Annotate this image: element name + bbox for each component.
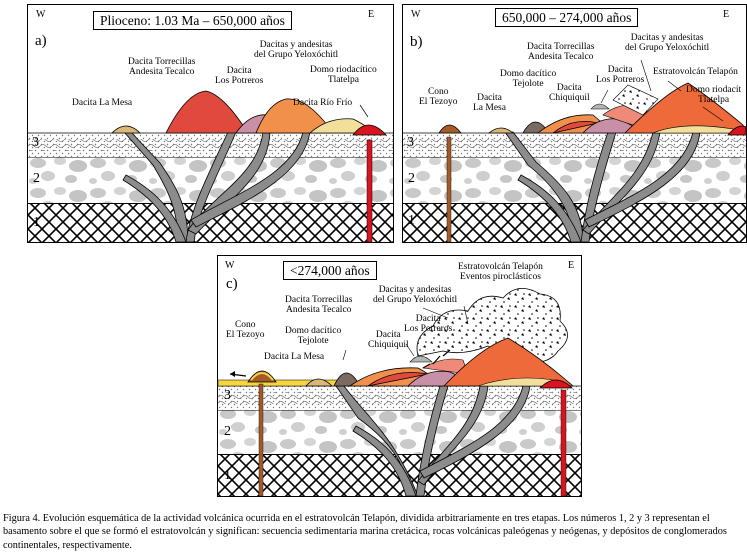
panel-a-letter: a) bbox=[35, 33, 47, 49]
tlatelpa-body bbox=[727, 125, 746, 136]
layer-number-3: 3 bbox=[407, 135, 414, 150]
layer-2-volcanic bbox=[218, 410, 581, 454]
west-marker: W bbox=[411, 9, 421, 20]
tezoyo-body bbox=[438, 124, 462, 134]
panel-c-title: <274,000 años bbox=[283, 261, 377, 280]
panel-b-drawing bbox=[403, 59, 746, 242]
panel-a: W E Plioceno: 1.03 Ma – 650,000 años a) … bbox=[27, 4, 394, 243]
layer-number-2: 2 bbox=[224, 424, 231, 439]
layer-number-2: 2 bbox=[408, 171, 415, 186]
label-rio-frio: Dacita Río Frío bbox=[293, 98, 353, 108]
rio-frio-body bbox=[652, 125, 734, 134]
pyroclastic-deposit bbox=[612, 84, 659, 116]
la-mesa-body bbox=[487, 127, 515, 134]
panel-b-letter: b) bbox=[410, 34, 423, 50]
la-mesa-body bbox=[305, 378, 333, 387]
layer-2-volcanic bbox=[403, 157, 746, 203]
telapon-body bbox=[443, 337, 575, 387]
torrecillas-body bbox=[165, 90, 249, 134]
layer-number-1: 1 bbox=[224, 468, 231, 483]
chiquiquil-body bbox=[409, 355, 433, 363]
panel-c-letter: c) bbox=[226, 276, 238, 292]
yeloxochitl-body bbox=[255, 98, 334, 134]
label-dacita-la-mesa: Dacita La Mesa bbox=[264, 352, 325, 362]
panel-a-title: Plioceno: 1.03 Ma – 650,000 años bbox=[93, 11, 292, 30]
magma-conduit bbox=[504, 131, 584, 242]
west-marker: W bbox=[36, 9, 46, 20]
panel-c-drawing bbox=[218, 288, 581, 496]
panel-b-title: 650,000 – 274,000 años bbox=[495, 8, 639, 27]
east-marker: E bbox=[568, 260, 575, 271]
layer-number-1: 1 bbox=[33, 215, 40, 230]
label-dacita-la-mesa: Dacita La Mesa bbox=[72, 98, 133, 108]
layer-number-1: 1 bbox=[408, 213, 415, 228]
la-mesa-body bbox=[111, 125, 141, 134]
chiquiquil-body bbox=[590, 103, 610, 110]
west-marker: W bbox=[225, 260, 235, 271]
telapon-body bbox=[624, 82, 746, 134]
panel-a-drawing bbox=[28, 90, 393, 242]
figure-caption: Figura 4. Evolución esquemática de la ac… bbox=[3, 513, 727, 551]
layer-number-2: 2 bbox=[33, 171, 40, 186]
layer-number-3: 3 bbox=[224, 388, 231, 403]
label-telapon: Estratovolcán Telapón bbox=[653, 67, 738, 77]
east-marker: E bbox=[368, 9, 375, 20]
tezoyo-body bbox=[247, 370, 277, 383]
panel-c: W E <274,000 años c) Estratovolcán Telap… bbox=[217, 255, 582, 497]
tlatelpa-body bbox=[352, 124, 387, 136]
east-marker: E bbox=[723, 9, 730, 20]
layer-number-3: 3 bbox=[32, 135, 39, 150]
tlatelpa-body bbox=[539, 379, 573, 389]
